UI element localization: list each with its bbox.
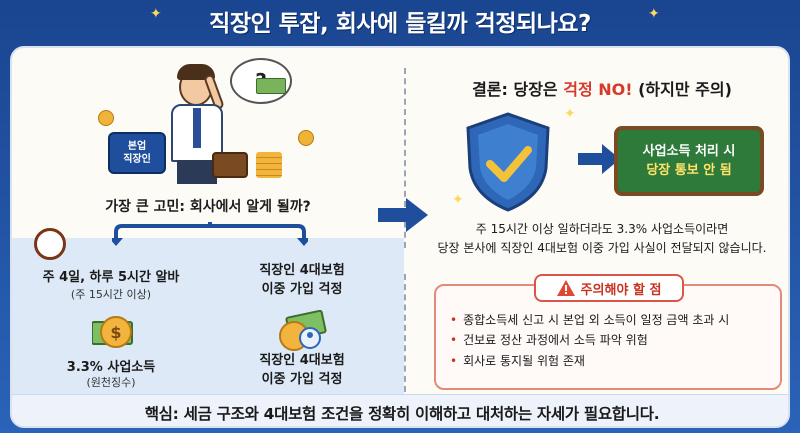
option-title: 직장인 4대보험 이중 가입 걱정	[202, 352, 402, 390]
explanation-line: 주 15시간 이상 일하더라도 3.3% 사업소득이라면	[475, 222, 729, 236]
result-sign: 사업소득 처리 시 당장 통보 안 됨	[614, 126, 764, 196]
option-title-line: 직장인 4대보험	[259, 263, 345, 278]
coin-stack-icon	[256, 152, 282, 178]
insurance-icon	[279, 310, 327, 351]
coin-icon	[298, 130, 314, 146]
warning-icon	[556, 280, 575, 296]
badge-line: 직장인	[123, 154, 151, 165]
clock-icon	[34, 228, 66, 260]
sparkle-icon: ✦	[648, 6, 660, 22]
vertical-divider	[404, 68, 406, 248]
option-title-line: 이중 가입 걱정	[261, 281, 343, 297]
caution-item: 회사로 통지될 위험 존재	[450, 351, 780, 371]
option-subtitle: (원천징수)	[86, 376, 136, 389]
person-legs	[177, 160, 217, 184]
person-tie	[193, 108, 201, 148]
svg-text:$: $	[110, 323, 121, 342]
sign-line: 사업소득 처리 시	[642, 143, 736, 159]
core-band	[12, 394, 788, 426]
conclusion-suffix: (하지만 주의)	[632, 80, 732, 99]
briefcase-icon	[212, 152, 248, 178]
money-bill-icon	[256, 78, 286, 94]
sparkle-icon: ✦	[564, 106, 576, 122]
branch-arrows-icon	[112, 222, 308, 246]
sparkle-icon: ✦	[150, 6, 162, 22]
caution-list: 종합소득세 신고 시 본업 외 소득이 일정 금액 초과 시 건보료 정산 과정…	[450, 310, 780, 371]
option-title: 3.3% 사업소득	[66, 360, 156, 375]
caution-header: 주의해야 할 점	[534, 274, 684, 302]
main-job-badge: 본업 직장인	[108, 132, 166, 174]
option-title: 주 4일, 하루 5시간 알바	[42, 270, 180, 285]
shield-check-icon	[466, 112, 550, 212]
page-title: 직장인 투잡, 회사에 들킬까 걱정되나요?	[209, 11, 591, 37]
caution-item: 건보료 정산 과정에서 소득 파악 위험	[450, 330, 780, 350]
sparkle-icon: ✦	[452, 192, 464, 208]
coin-icon	[98, 110, 114, 126]
arrow-right-icon	[378, 198, 428, 232]
core-message: 핵심: 세금 구조와 4대보험 조건을 정확히 이해하고 대처하는 자세가 필요…	[144, 405, 660, 423]
caution-item: 종합소득세 신고 시 본업 외 소득이 일정 금액 초과 시	[450, 310, 780, 330]
badge-line: 본업	[127, 141, 147, 152]
explanation-text: 주 15시간 이상 일하더라도 3.3% 사업소득이라면 당장 본사에 직장인 …	[412, 220, 788, 257]
dollar-coin-icon: $	[92, 316, 133, 348]
caution-title: 주의해야 할 점	[580, 282, 662, 298]
option-title-line: 이중 가입 걱정	[261, 371, 343, 387]
worried-worker-illustration	[157, 64, 237, 184]
explanation-line: 당장 본사에 직장인 4대보험 이중 가입 사실이 전달되지 않습니다.	[437, 240, 767, 255]
conclusion-prefix: 결론: 당장은	[472, 80, 564, 99]
sign-line: 당장 통보 안 됨	[646, 163, 732, 178]
conclusion-text: 결론: 당장은 걱정 NO! (하지만 주의)	[412, 76, 788, 100]
conclusion-highlight: 걱정 NO!	[563, 80, 633, 99]
vertical-divider	[404, 274, 406, 392]
caution-box: 주의해야 할 점 종합소득세 신고 시 본업 외 소득이 일정 금액 초과 시 …	[434, 274, 782, 390]
main-worry-text: 가장 큰 고민: 회사에서 알게 될까?	[105, 199, 311, 215]
content-panel: ? 본업 직장인 가장 큰 고민: 회사에서 알게 될까? 주 4일, 하루 5…	[10, 46, 790, 428]
arrow-right-icon	[578, 144, 620, 174]
option-title-line: 직장인 4대보험	[259, 353, 345, 368]
option-subtitle: (주 15시간 이상)	[70, 288, 152, 301]
title-bar: ✦ 직장인 투잡, 회사에 들킬까 걱정되나요? ✦	[0, 0, 800, 42]
option-title: 직장인 4대보험 이중 가입 걱정	[202, 262, 402, 300]
